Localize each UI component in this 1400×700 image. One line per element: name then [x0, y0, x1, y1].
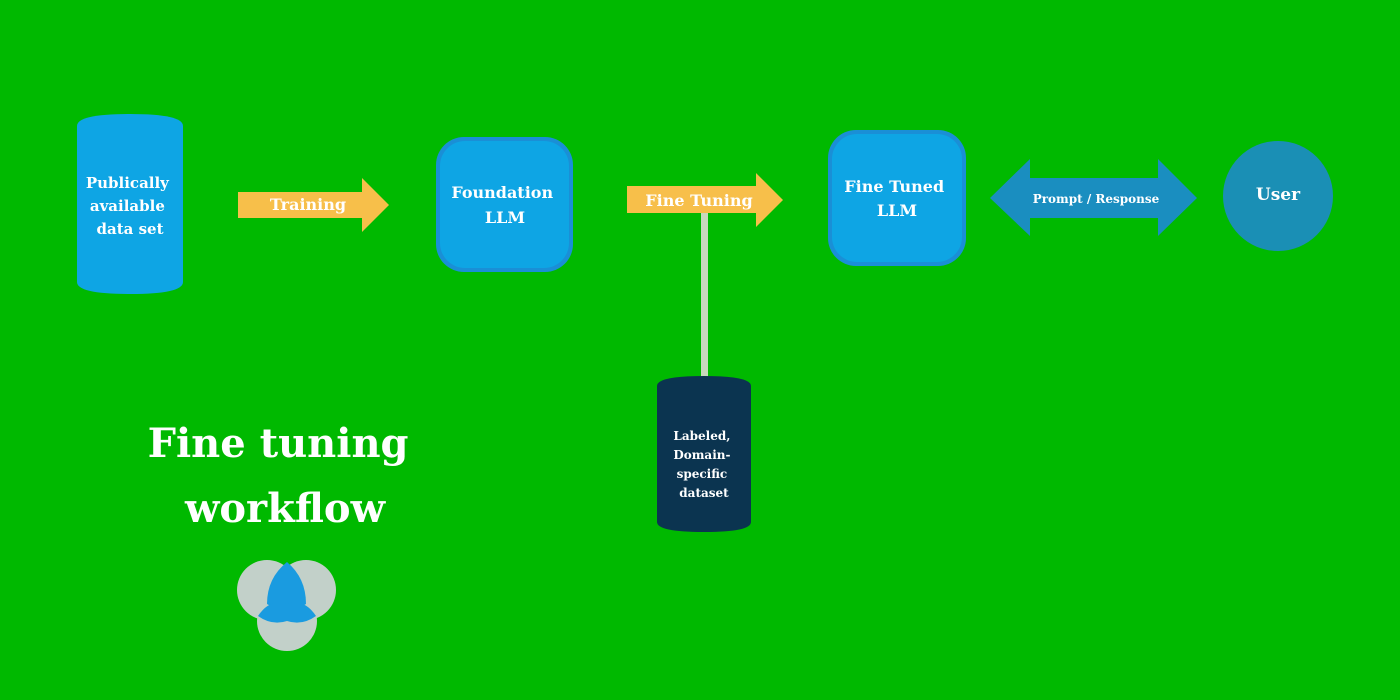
dataset-connector-line — [701, 205, 708, 385]
fine-tuned-llm-node: Fine Tuned LLM — [828, 130, 966, 266]
fine-tuned-llm-label: Fine Tuned LLM — [844, 177, 949, 220]
diagram-title: Fine tuning workflow — [148, 420, 423, 532]
prompt-response-arrow: Prompt / Response — [990, 159, 1197, 236]
training-arrow-label: Training — [270, 195, 346, 214]
public-dataset-cylinder — [77, 114, 183, 294]
venn-logo-icon — [237, 560, 336, 651]
fine-tuning-arrow-label: Fine Tuning — [645, 191, 752, 210]
foundation-llm-box-fill — [440, 141, 569, 268]
foundation-llm-label: Foundation LLM — [451, 183, 558, 227]
fine-tuned-llm-box-fill — [832, 134, 962, 262]
prompt-response-arrow-shape — [990, 159, 1197, 236]
user-circle — [1223, 141, 1333, 251]
training-arrow: Training — [238, 178, 389, 232]
public-dataset-node: Publically available data set — [77, 114, 183, 294]
prompt-response-arrow-label: Prompt / Response — [1033, 192, 1160, 206]
labeled-dataset-cylinder — [657, 376, 751, 532]
foundation-llm-node: Foundation LLM — [436, 137, 573, 272]
user-node: User — [1223, 141, 1333, 251]
labeled-dataset-label: Labeled, Domain- specific dataset — [673, 429, 734, 500]
labeled-dataset-node: Labeled, Domain- specific dataset — [657, 376, 751, 532]
fine-tuning-arrow: Fine Tuning — [627, 173, 783, 227]
user-label: User — [1256, 185, 1301, 205]
public-dataset-label: Publically available data set — [86, 174, 174, 238]
training-arrow-shape — [238, 178, 389, 232]
fine-tuning-arrow-shape — [627, 173, 783, 227]
